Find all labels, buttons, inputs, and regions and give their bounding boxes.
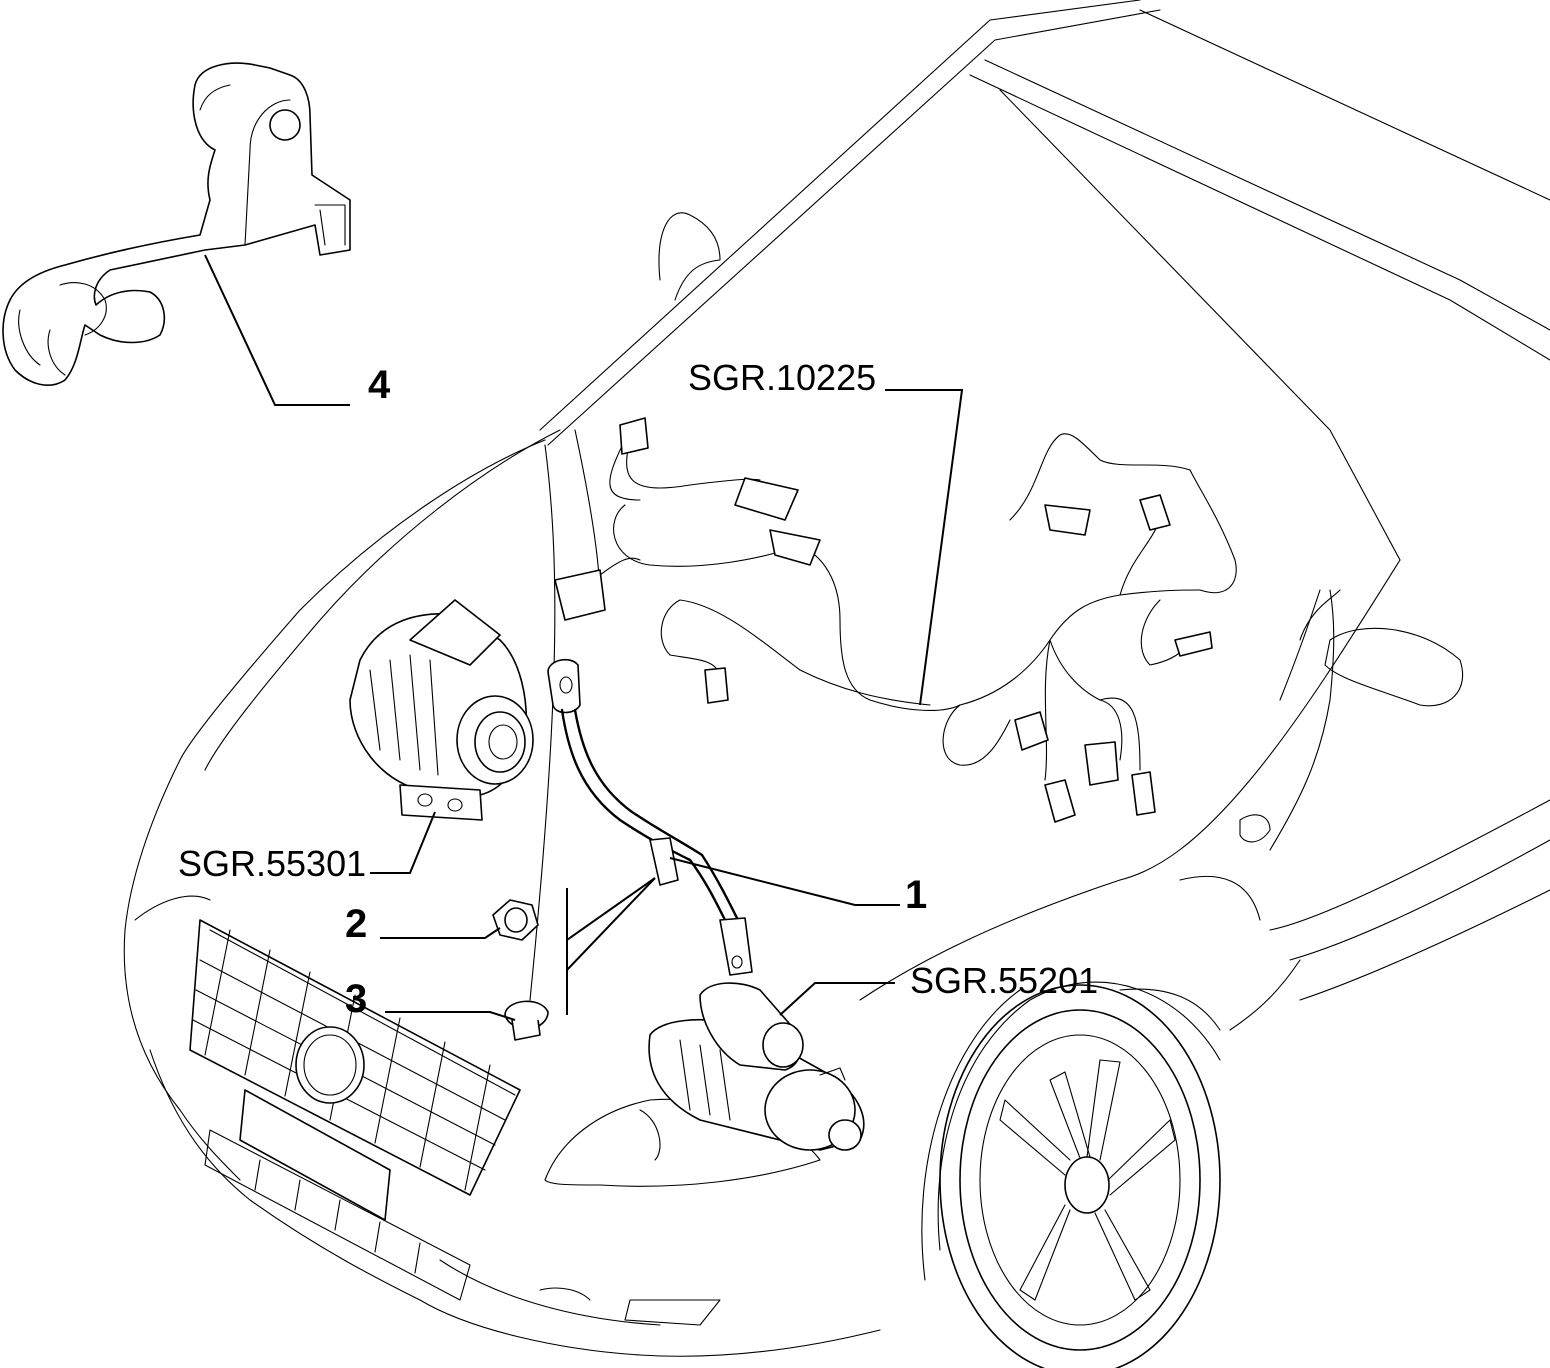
callout-3: 3 bbox=[345, 977, 367, 1021]
front-grille bbox=[189, 919, 721, 1326]
hex-nut bbox=[492, 899, 539, 941]
starter-motor bbox=[648, 982, 865, 1151]
labels: 4 SGR.10225 SGR.55301 1 2 3 SGR.55201 bbox=[178, 357, 1098, 1021]
ref-starter: SGR.55201 bbox=[910, 960, 1098, 1001]
callout-4: 4 bbox=[368, 363, 391, 407]
car-body-outline bbox=[123, 0, 1550, 1357]
ref-harness: SGR.10225 bbox=[688, 357, 876, 398]
callout-1: 1 bbox=[905, 873, 927, 917]
cable-clip bbox=[504, 1000, 549, 1041]
front-wheel bbox=[921, 981, 1221, 1368]
wiring-harness bbox=[554, 417, 1237, 823]
alternator bbox=[349, 599, 534, 821]
leader-lines bbox=[204, 254, 964, 1021]
ref-alternator: SGR.55301 bbox=[178, 843, 366, 884]
ground-cable bbox=[547, 658, 753, 976]
support-bracket bbox=[2, 62, 351, 386]
callout-2: 2 bbox=[345, 902, 367, 946]
